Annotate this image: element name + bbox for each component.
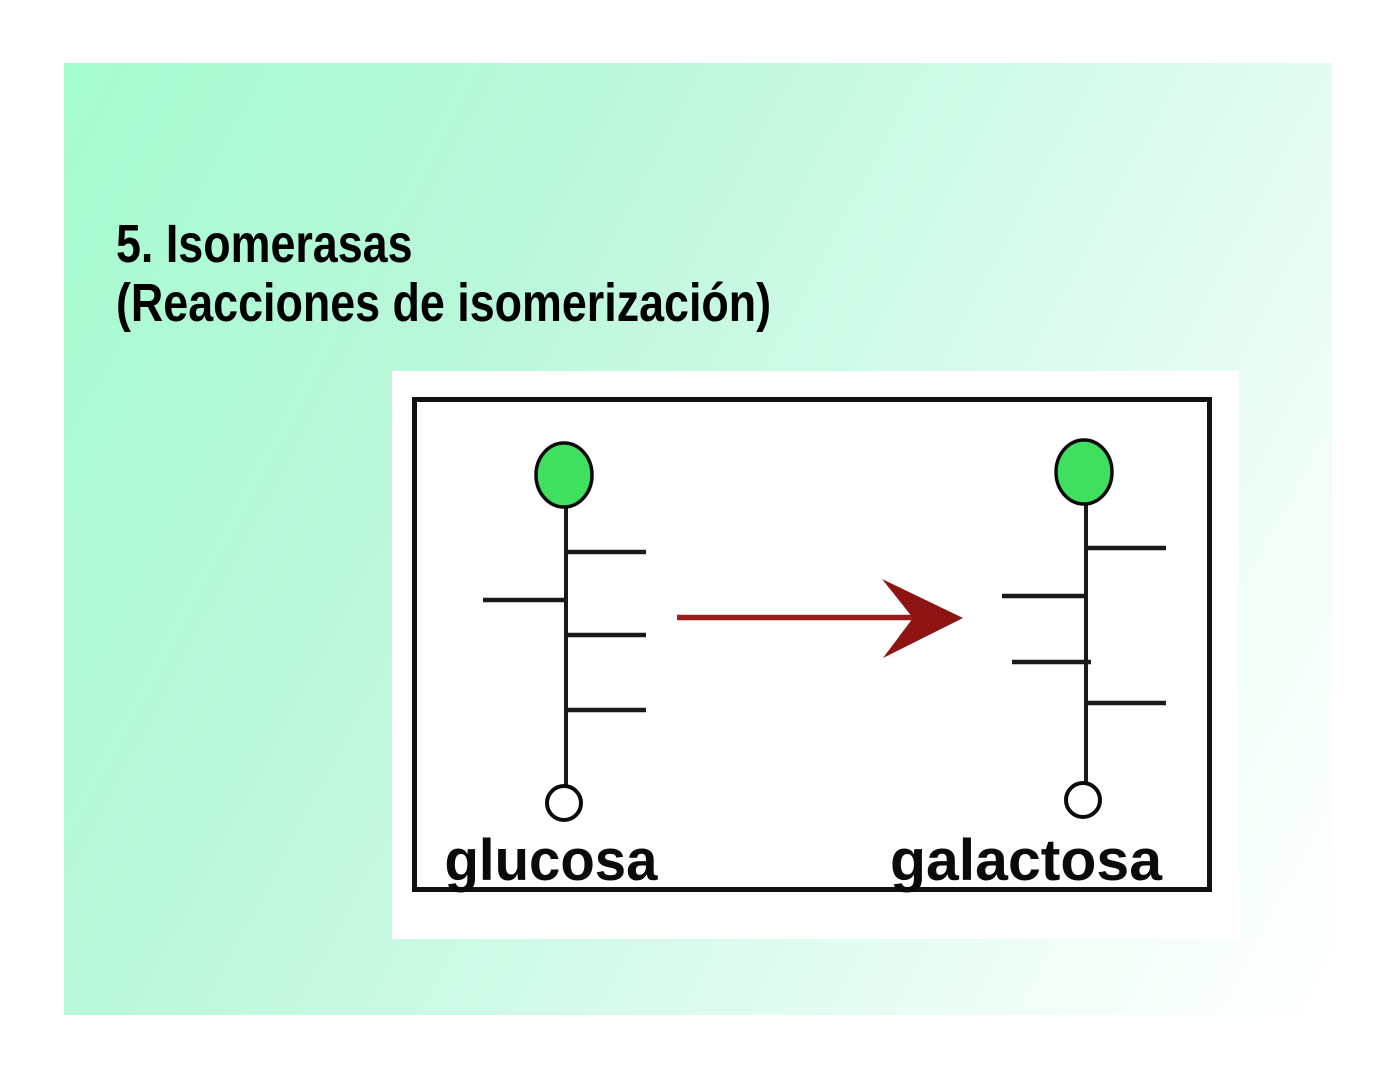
diagram-panel: glucosa galactosa — [392, 371, 1239, 939]
green-circle-icon — [534, 441, 594, 509]
substrate-label: glucosa — [445, 828, 659, 893]
reaction-diagram: glucosa galactosa — [412, 397, 1212, 893]
product-label: galactosa — [890, 828, 1163, 893]
open-circle-icon — [545, 784, 583, 822]
substrate-molecule: glucosa — [445, 441, 659, 893]
diagram-border-box — [412, 397, 1212, 892]
title-line-2: (Reacciones de isomerización) — [116, 273, 772, 333]
green-circle-icon — [1054, 438, 1114, 506]
page-title: 5. Isomerasas (Reacciones de isomerizaci… — [116, 215, 771, 333]
arrow-head — [882, 579, 963, 658]
slide-background: 5. Isomerasas (Reacciones de isomerizaci… — [64, 63, 1332, 1015]
reaction-arrow-icon — [677, 579, 963, 658]
product-molecule: galactosa — [890, 438, 1166, 893]
title-line-1: 5. Isomerasas — [116, 214, 413, 274]
open-circle-icon — [1064, 781, 1102, 819]
